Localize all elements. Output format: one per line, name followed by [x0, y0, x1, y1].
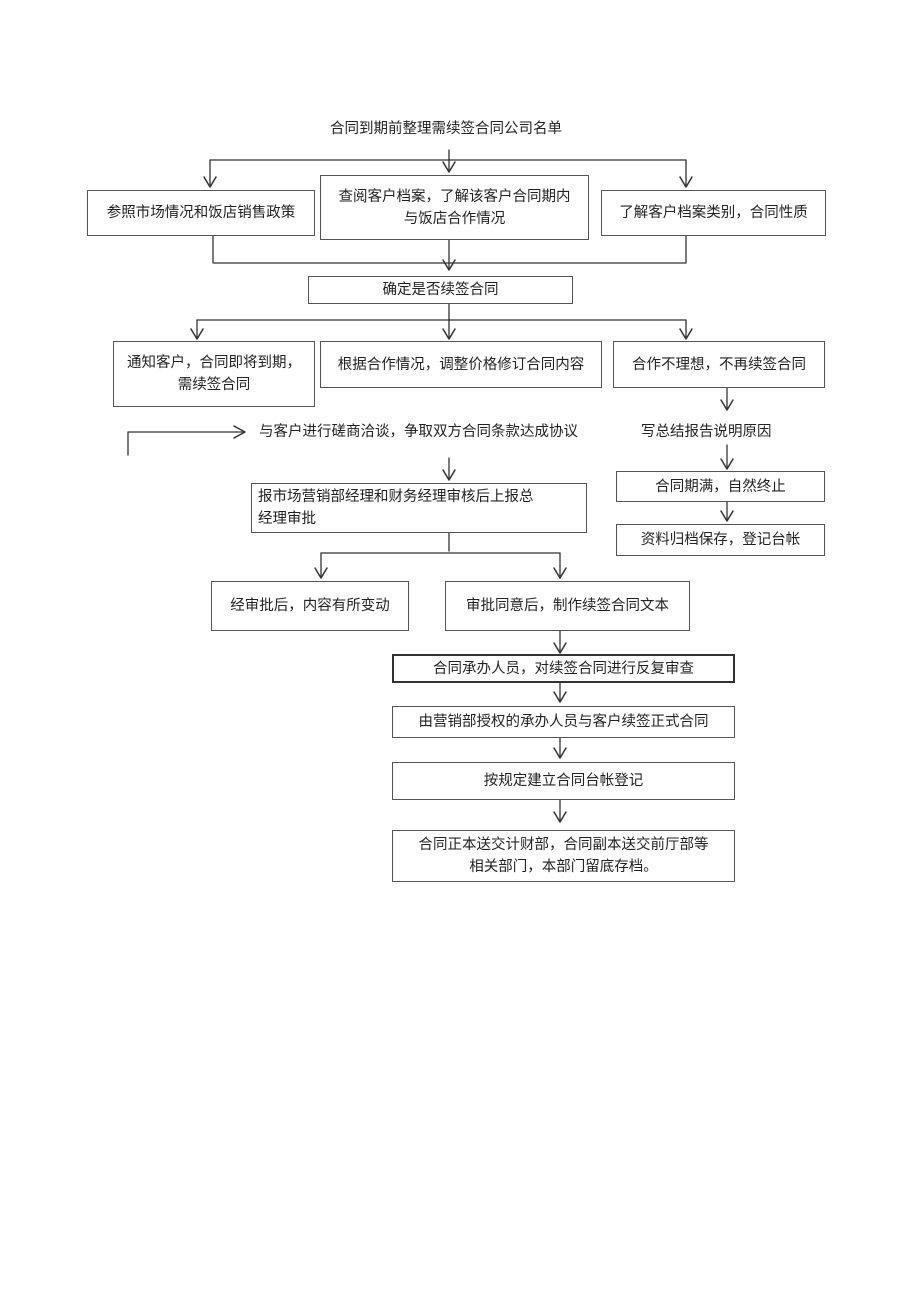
repeated-review-box: 合同承办人员，对续签合同进行反复审查: [392, 654, 735, 683]
approval-box: 报市场营销部经理和财务经理审核后上报总 经理审批: [251, 483, 587, 533]
no-renewal-box: 合作不理想，不再续签合同: [613, 341, 825, 388]
archive-category-box: 了解客户档案类别，合同性质: [601, 190, 826, 236]
adjust-contract-box: 根据合作情况，调整价格修订合同内容: [320, 341, 602, 388]
report-reason-label: 写总结报告说明原因: [641, 424, 772, 440]
customer-archive-box: 查阅客户档案，了解该客户合同期内 与饭店合作情况: [320, 175, 589, 240]
ledger-registration-box: 按规定建立合同台帐登记: [392, 762, 735, 800]
formal-signing-box: 由营销部授权的承办人员与客户续签正式合同: [392, 706, 735, 738]
market-policy-box: 参照市场情况和饭店销售政策: [87, 190, 315, 236]
approved-drafting-box: 审批同意后，制作续签合同文本: [445, 581, 690, 631]
archive-ledger-box: 资料归档保存，登记台帐: [616, 524, 825, 556]
negotiate-label: 与客户进行磋商洽谈，争取双方合同条款达成协议: [259, 424, 578, 440]
distribution-box: 合同正本送交计财部，合同副本送交前厅部等 相关部门，本部门留底存档。: [392, 830, 735, 882]
contract-expire-box: 合同期满，自然终止: [616, 471, 825, 502]
notify-customer-box: 通知客户，合同即将到期， 需续签合同: [113, 341, 315, 407]
title-label: 合同到期前整理需续签合同公司名单: [330, 121, 562, 137]
decision-box: 确定是否续签合同: [308, 276, 573, 304]
content-changed-box: 经审批后，内容有所变动: [211, 581, 409, 631]
